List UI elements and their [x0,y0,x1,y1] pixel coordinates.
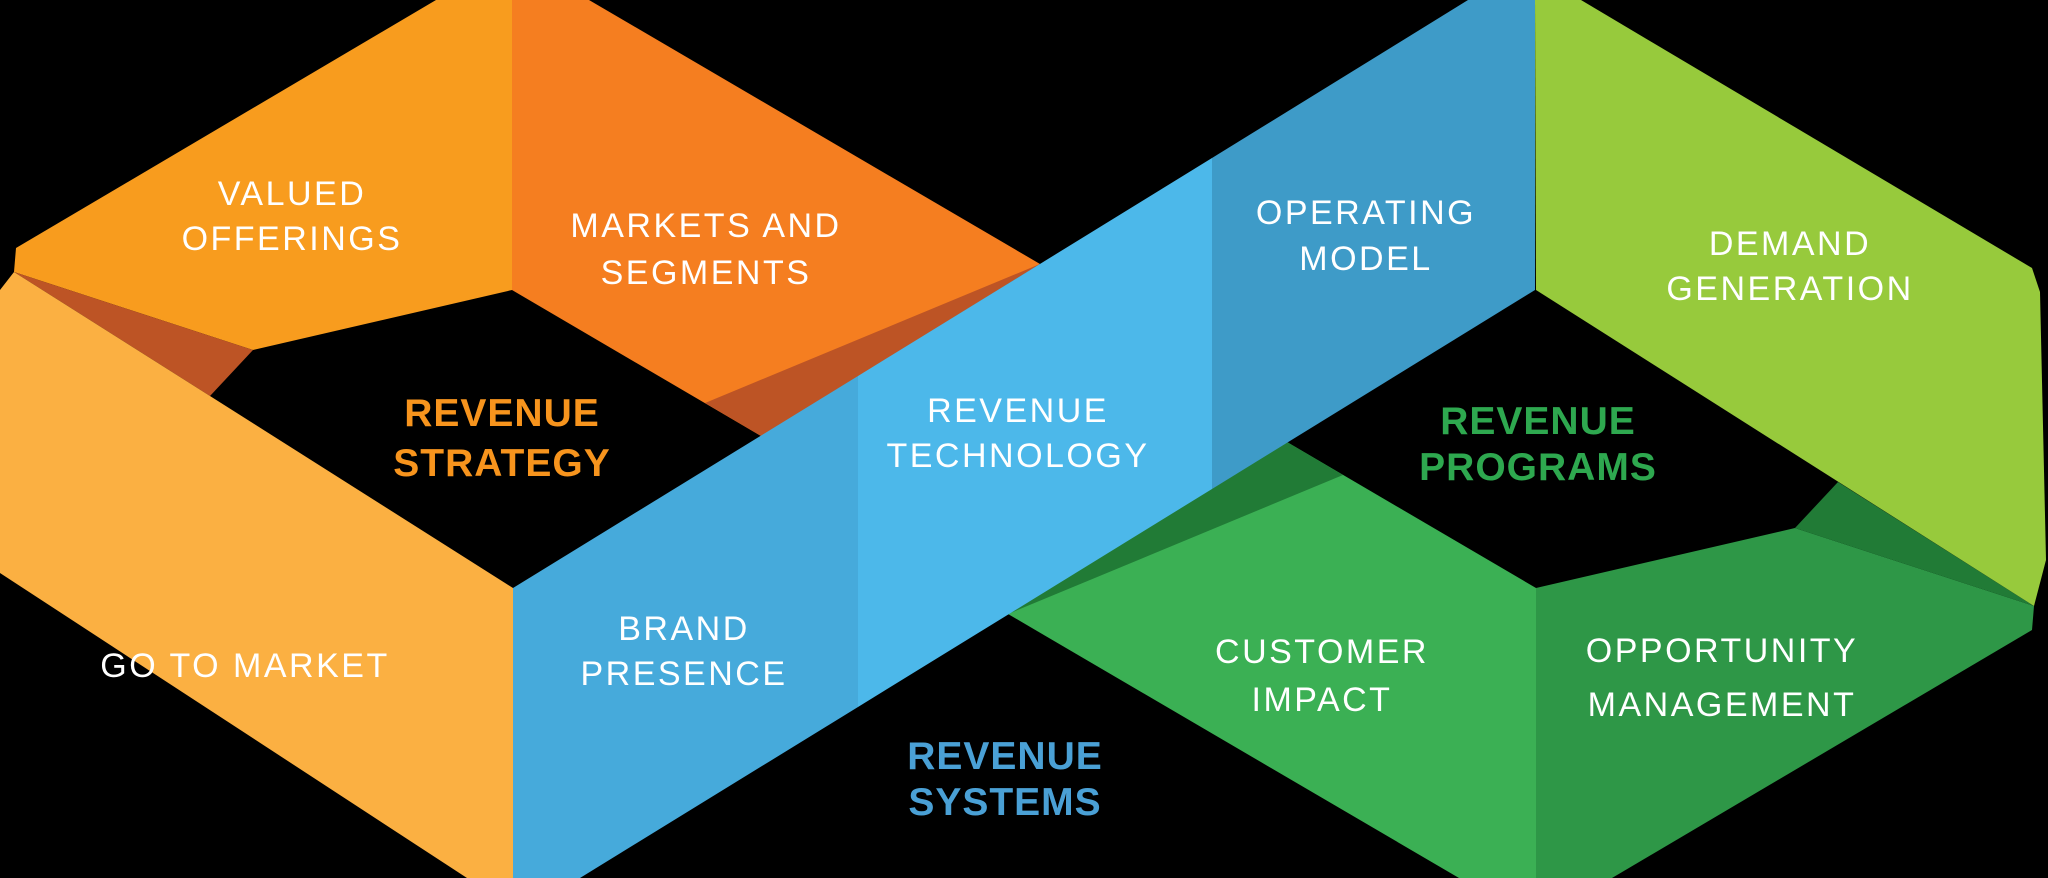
label-operating-model-line2: MODEL [1299,240,1432,278]
face-opportunity-management [1536,528,2034,878]
face-operating-model [1212,0,1535,489]
label-revenue-systems-line2: SYSTEMS [908,781,1101,824]
face-brand-presence [513,376,858,878]
label-brand-presence-line1: BRAND [618,610,750,648]
label-demand-generation-line1: DEMAND [1709,225,1871,263]
fold-shadow-green-corner [1795,482,2034,606]
label-brand-presence-line2: PRESENCE [580,655,787,693]
label-revenue-strategy-line2: STRATEGY [393,442,610,485]
label-revenue-technology-line2: TECHNOLOGY [886,437,1149,475]
label-revenue-technology-line1: REVENUE [927,392,1109,430]
label-demand-generation-line2: GENERATION [1666,270,1913,308]
label-revenue-programs-line1: REVENUE [1440,400,1636,443]
fold-shadow-green-crossing [1008,442,1343,614]
face-valued-offerings [14,0,512,350]
face-go-to-market [0,272,513,878]
fold-shadow-orange-corner [14,272,253,396]
label-revenue-systems-line1: REVENUE [907,735,1103,778]
label-opportunity-management-line1: OPPORTUNITY [1586,632,1858,670]
label-markets-segments-line1: MARKETS AND [570,207,841,245]
label-opportunity-management-line2: MANAGEMENT [1588,686,1857,724]
label-revenue-strategy-line1: REVENUE [404,392,600,435]
face-demand-generation [1535,0,2046,606]
label-revenue-programs-line2: PROGRAMS [1419,446,1657,489]
face-revenue-technology [858,158,1212,707]
label-markets-segments-line2: SEGMENTS [601,254,812,292]
fold-shadow-orange-crossing [705,264,1040,436]
label-valued-offerings-line1: VALUED [218,175,367,213]
label-customer-impact-line1: CUSTOMER [1215,633,1429,671]
label-go-to-market: GO TO MARKET [100,647,389,685]
label-operating-model-line1: OPERATING [1256,194,1476,232]
label-valued-offerings-line2: OFFERINGS [182,220,403,258]
label-customer-impact-line2: IMPACT [1252,681,1393,719]
